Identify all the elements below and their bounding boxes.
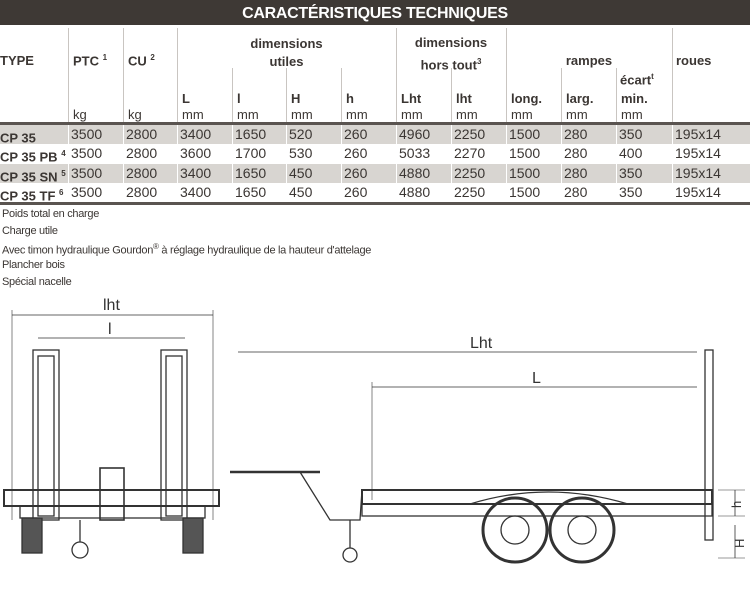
column-label: Lht (401, 91, 422, 106)
table-cell: 400 (619, 145, 643, 162)
table-cell: 1500 (509, 164, 541, 181)
table-cell: 2800 (126, 126, 158, 142)
table-cell: 4880 (399, 164, 431, 181)
note-3: Avec timon hydraulique Gourdon® à réglag… (2, 242, 372, 257)
column-label: H (291, 91, 301, 106)
table-cell: 3400 (180, 183, 212, 200)
table-cell: 260 (344, 164, 368, 181)
table-cell: 4880 (399, 183, 431, 200)
table-row (0, 125, 750, 144)
table-cell: 2250 (454, 164, 486, 181)
table-row (0, 182, 750, 202)
label-lht: lht (103, 297, 120, 314)
row-type: CP 35 SN 5 (0, 168, 66, 184)
column-unit: mm (237, 107, 259, 122)
header-roues: roues (676, 53, 712, 68)
table-cell: 260 (344, 145, 368, 162)
note-2: Charge utile (2, 225, 58, 237)
table-cell: 3600 (180, 145, 212, 162)
row-type: CP 35 TF 6 (0, 187, 64, 204)
column-label: long. (511, 91, 543, 106)
header-type: TYPE (0, 53, 34, 68)
table-cell: 2800 (126, 183, 158, 200)
table-cell: 1700 (235, 145, 267, 162)
table-cell: 1500 (509, 145, 541, 162)
column-label: L (182, 91, 190, 106)
trailer-drawing: lht l Lht L h H (3, 297, 747, 564)
table-cell: 350 (619, 183, 643, 200)
column-unit: mm (346, 107, 368, 122)
row-type: CP 35 PB 4 (0, 149, 66, 165)
header-ecart: écartt (620, 72, 654, 88)
column-unit: kg (73, 107, 87, 122)
table-cell: 3500 (71, 145, 103, 162)
column-unit: mm (621, 107, 643, 122)
table-cell: 530 (289, 145, 313, 162)
table-cell: 350 (619, 164, 643, 181)
table-cell: 260 (344, 126, 368, 142)
table-cell: 350 (619, 126, 643, 142)
table-cell: 195x14 (675, 126, 721, 142)
front-view (3, 310, 220, 559)
table-cell: 3400 (180, 164, 212, 181)
table-cell: 1650 (235, 164, 267, 181)
table-cell: 2250 (454, 183, 486, 200)
label-h: h (729, 501, 744, 508)
table-cell: 280 (564, 164, 588, 181)
note-1: Poids total en charge (2, 208, 100, 220)
table-cell: 1500 (509, 126, 541, 142)
table-cell: 5033 (399, 145, 431, 162)
label-L: L (532, 370, 541, 387)
label-Lht: Lht (470, 335, 493, 352)
column-label: h (346, 91, 354, 106)
table-cell: 195x14 (675, 145, 721, 162)
column-label: lht (456, 91, 472, 106)
column-unit: mm (456, 107, 478, 122)
table-cell: 195x14 (675, 183, 721, 200)
note-4: Plancher bois (2, 259, 65, 271)
table-cell: 2800 (126, 145, 158, 162)
table-cell: 3400 (180, 126, 212, 142)
column-unit: mm (401, 107, 423, 122)
table-cell: 450 (289, 164, 313, 181)
header-cu: CU 2 (128, 53, 155, 69)
table-cell: 3500 (71, 164, 103, 181)
column-unit: mm (511, 107, 533, 122)
column-label: min. (621, 91, 648, 106)
table-cell: 3500 (71, 126, 103, 142)
table-cell: 1650 (235, 126, 267, 142)
table-cell: 280 (564, 126, 588, 142)
column-unit: mm (182, 107, 204, 122)
table-row (0, 163, 750, 183)
column-label: larg. (566, 91, 594, 106)
header-rampes: rampes (565, 53, 613, 68)
table-cell: 3500 (71, 183, 103, 200)
table-cell: 280 (564, 145, 588, 162)
table-cell: 520 (289, 126, 313, 142)
label-H: H (732, 539, 747, 548)
table-row (0, 144, 750, 164)
table-cell: 1650 (235, 183, 267, 200)
table-cell: 2800 (126, 164, 158, 181)
column-unit: mm (291, 107, 313, 122)
table-cell: 450 (289, 183, 313, 200)
column-unit: kg (128, 107, 142, 122)
table-cell: 2250 (454, 126, 486, 142)
table-cell: 260 (344, 183, 368, 200)
table-cell: 2270 (454, 145, 486, 162)
side-view (230, 349, 745, 564)
label-l: l (108, 321, 112, 338)
column-unit: mm (566, 107, 588, 122)
table-cell: 1500 (509, 183, 541, 200)
column-label: l (237, 91, 241, 106)
note-5: Spécial nacelle (2, 276, 72, 288)
table-title: CARACTÉRISTIQUES TECHNIQUES (0, 0, 750, 25)
table-cell: 4960 (399, 126, 431, 142)
table-cell: 280 (564, 183, 588, 200)
row-type: CP 35 (0, 130, 36, 146)
table-cell: 195x14 (675, 164, 721, 181)
header-ptc: PTC 1 (73, 53, 108, 69)
